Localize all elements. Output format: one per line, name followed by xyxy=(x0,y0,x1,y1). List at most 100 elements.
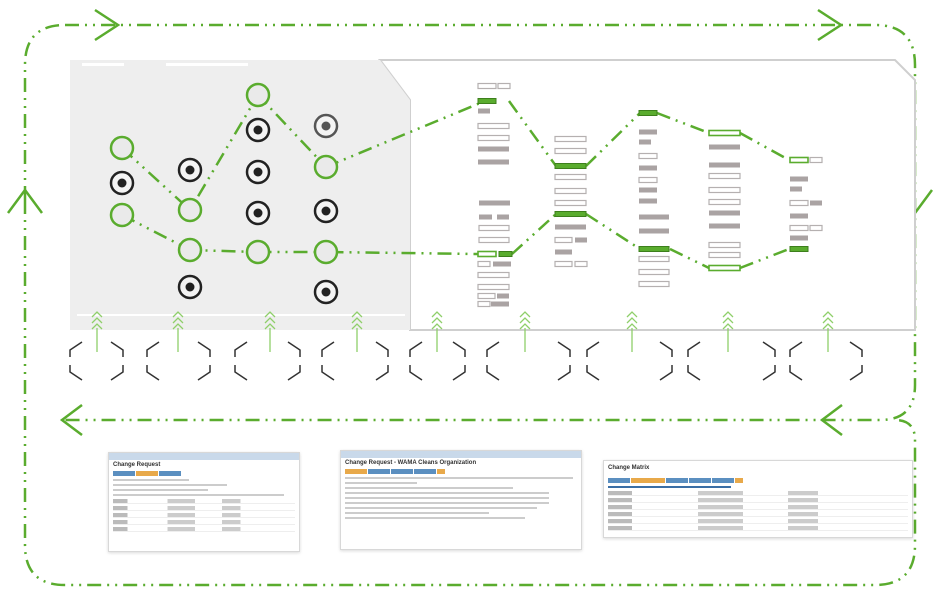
field-bar xyxy=(790,176,808,182)
thumbnail-title: Change Matrix xyxy=(608,465,650,471)
field-bar xyxy=(478,236,510,244)
field-bar xyxy=(554,199,587,207)
node-dot xyxy=(253,125,263,135)
thumbnail-change-matrix[interactable]: Change Matrix xyxy=(603,460,913,538)
up-chevron-icon xyxy=(351,323,363,330)
bracket-right xyxy=(659,341,673,381)
thumbnail-title: Change Request - WAMA Cleans Organizatio… xyxy=(345,460,477,466)
field-bar xyxy=(810,200,822,206)
field-bar xyxy=(497,293,509,299)
flow-connector xyxy=(656,111,710,135)
cycle-loop-line xyxy=(23,23,917,587)
data-panel xyxy=(378,59,916,331)
bracket-right xyxy=(197,341,211,381)
field-bar xyxy=(554,135,587,143)
up-chevron-icon xyxy=(519,311,531,318)
field-bar xyxy=(497,214,509,220)
up-chevron-icon xyxy=(172,323,184,330)
field-bar xyxy=(809,156,823,164)
bracket-left xyxy=(789,341,803,381)
arrow-up-icon xyxy=(6,187,44,214)
bracket-left xyxy=(234,341,248,381)
field-bar xyxy=(708,241,741,249)
panel-divider xyxy=(77,314,405,316)
thumbnail-tabs xyxy=(345,469,577,474)
field-bar xyxy=(639,187,657,193)
field-bar xyxy=(708,186,741,194)
bracket-left xyxy=(586,341,600,381)
arrow-left-icon xyxy=(819,404,843,436)
field-bar xyxy=(638,280,670,288)
up-chevron-icon xyxy=(822,323,834,330)
selected-node xyxy=(109,202,135,228)
up-chevron-icon xyxy=(822,317,834,324)
flow-connector xyxy=(739,247,790,270)
node-dot xyxy=(321,206,331,216)
field-bar xyxy=(491,301,509,307)
up-chevron-icon xyxy=(519,317,531,324)
selected-node xyxy=(313,239,339,265)
bracket-left xyxy=(486,341,500,381)
bracket-right xyxy=(375,341,389,381)
up-chevron-icon xyxy=(822,311,834,318)
field-bar xyxy=(639,165,657,171)
arrow-right-icon xyxy=(817,8,844,42)
selected-field-bar xyxy=(554,163,587,169)
arrow-right-icon xyxy=(94,8,121,42)
field-bar xyxy=(638,268,670,276)
up-chevron-icon xyxy=(91,323,103,330)
field-bar xyxy=(554,173,587,181)
up-chevron-icon xyxy=(626,323,638,330)
field-bar xyxy=(479,200,510,206)
field-bar xyxy=(575,237,587,243)
field-bar xyxy=(555,224,586,230)
panel-tab-marker xyxy=(82,63,124,66)
selected-field-bar xyxy=(708,129,741,137)
up-chevron-icon xyxy=(626,317,638,324)
flow-connector xyxy=(507,100,558,167)
field-bar xyxy=(789,224,809,232)
field-bar xyxy=(555,249,572,255)
thumbnail-change-request-detail[interactable]: Change Request - WAMA Cleans Organizatio… xyxy=(340,450,582,550)
field-bar xyxy=(789,199,809,207)
flow-connector xyxy=(739,131,790,162)
up-chevron-icon xyxy=(91,317,103,324)
up-chevron-icon xyxy=(626,311,638,318)
thumbnail-change-request-form[interactable]: Change Request xyxy=(108,452,300,552)
node-dot xyxy=(253,167,263,177)
thumbnail-titlebar xyxy=(341,451,581,458)
node-dot xyxy=(321,121,331,131)
field-bar xyxy=(639,129,657,135)
field-bar xyxy=(554,187,587,195)
selected-node xyxy=(177,237,203,263)
up-chevron-icon xyxy=(722,323,734,330)
node-dot xyxy=(117,178,127,188)
field-bar xyxy=(639,214,669,220)
field-bar xyxy=(639,228,669,234)
thumbnail-title: Change Request xyxy=(113,462,161,468)
bracket-left xyxy=(146,341,160,381)
bracket-right xyxy=(452,341,466,381)
selected-field-bar xyxy=(498,251,513,257)
bracket-right xyxy=(110,341,124,381)
bracket-right xyxy=(287,341,301,381)
selected-field-bar xyxy=(789,156,809,164)
up-chevron-icon xyxy=(351,317,363,324)
field-bar xyxy=(554,147,587,155)
field-bar xyxy=(554,236,573,244)
field-bar xyxy=(477,292,496,300)
up-chevron-icon xyxy=(264,317,276,324)
field-bar xyxy=(790,213,808,219)
field-bar xyxy=(493,261,511,267)
node-dot xyxy=(185,165,195,175)
field-bar xyxy=(708,172,741,180)
field-bar xyxy=(554,260,573,268)
field-bar xyxy=(478,159,509,165)
field-bar xyxy=(638,255,670,263)
field-bar xyxy=(638,152,658,160)
flow-connector xyxy=(669,247,710,270)
field-bar xyxy=(479,214,492,220)
thumbnail-titlebar xyxy=(109,453,299,460)
up-chevron-icon xyxy=(431,311,443,318)
